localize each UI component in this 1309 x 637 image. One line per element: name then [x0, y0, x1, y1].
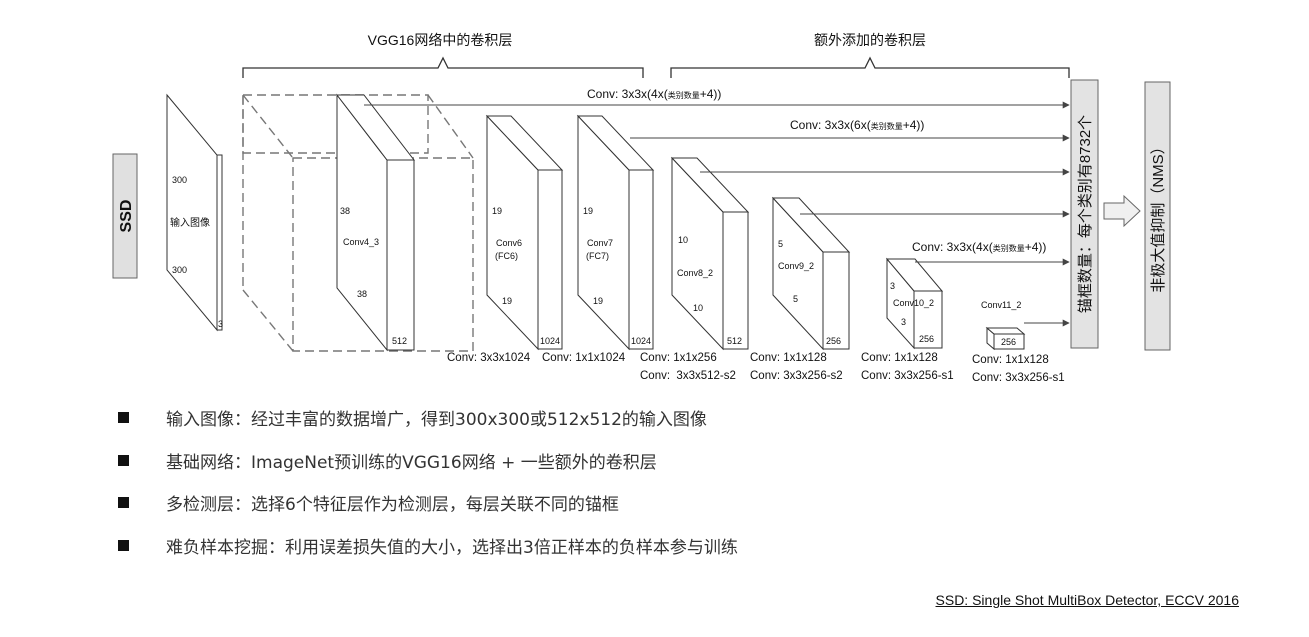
- ssd-box: [112, 153, 138, 279]
- conv10-2-top-dim: 3: [890, 281, 895, 291]
- input-image-block: [166, 93, 223, 332]
- conv10-2-name: Conv10_2: [893, 298, 934, 308]
- conv9-2-block: [771, 196, 851, 351]
- op-conv10-a: Conv: 1x1x128: [861, 352, 938, 364]
- conv6-name-sub: (FC6): [495, 251, 518, 261]
- conv8-2-name: Conv8_2: [677, 268, 713, 278]
- bullet-item: 输入图像：经过丰富的数据增广，得到300x300或512x512的输入图像: [118, 400, 707, 434]
- conv4-3-block: [335, 93, 416, 352]
- conv10-2-block: [885, 257, 944, 350]
- conv9-2-top-dim: 5: [778, 239, 783, 249]
- op-conv8-b: Conv: 3x3x512-s2: [640, 370, 736, 382]
- pred-label-low: Conv: 3x3x(4x(类别数量+4)): [912, 240, 1046, 254]
- conv6-side-dim: 19: [502, 296, 512, 306]
- input-depth-dim: 3: [218, 319, 223, 329]
- conv9-2-depth-dim: 256: [826, 336, 841, 346]
- conv7-block: [576, 114, 655, 351]
- extra-brace-label: 额外添加的卷积层: [814, 32, 926, 48]
- conv7-name: Conv7: [587, 238, 613, 248]
- nms-arrow: [1103, 194, 1141, 228]
- input-name: 输入图像: [170, 216, 210, 229]
- conv4-3-side-dim: 38: [357, 289, 367, 299]
- prediction-arrows: [364, 101, 1070, 327]
- citation-link[interactable]: SSD: Single Shot MultiBox Detector, ECCV…: [935, 592, 1239, 608]
- vgg-brace-label: VGG16网络中的卷积层: [368, 32, 513, 48]
- conv6-top-dim: 19: [492, 206, 502, 216]
- input-top-dim: 300: [172, 175, 187, 185]
- pred-label-top: Conv: 3x3x(4x(类别数量+4)): [587, 87, 721, 101]
- bullet-text: 基础网络：ImageNet预训练的VGG16网络 + 一些额外的卷积层: [166, 452, 657, 473]
- conv9-2-side-dim: 5: [793, 294, 798, 304]
- nms-box: [1144, 81, 1171, 351]
- conv6-block: [485, 114, 564, 351]
- conv8-2-side-dim: 10: [693, 303, 703, 313]
- conv4-3-name: Conv4_3: [343, 237, 379, 247]
- anchor-count-box: [1070, 79, 1099, 349]
- conv11-2-depth-dim: 256: [1001, 337, 1016, 347]
- bullet-square: [118, 496, 129, 508]
- bullet-text: 难负样本挖掘：利用误差损失值的大小，选择出3倍正样本的负样本参与训练: [166, 537, 738, 558]
- pred-label-mid: Conv: 3x3x(6x(类别数量+4)): [790, 118, 924, 132]
- op-conv9-b: Conv: 3x3x256-s2: [750, 370, 843, 382]
- ssd-architecture-diagram: VGG16网络中的卷积层 额外添加的卷积层 SSD 300 输入图像 300 3…: [112, 32, 1171, 384]
- op-conv9-a: Conv: 1x1x128: [750, 352, 827, 364]
- op-conv11-b: Conv: 3x3x256-s1: [972, 372, 1065, 384]
- bullet-item: 难负样本挖掘：利用误差损失值的大小，选择出3倍正样本的负样本参与训练: [118, 528, 738, 562]
- anchor-count-label: 锚框数量：每个类别有8732个: [1077, 115, 1094, 313]
- nms-label: 非极大值抑制（NMS）: [1150, 139, 1167, 292]
- op-conv6: Conv: 3x3x1024: [447, 352, 531, 364]
- vgg-brace: [242, 56, 644, 78]
- conv6-depth-dim: 1024: [540, 336, 560, 346]
- bullet-square: [118, 454, 129, 466]
- conv8-2-block: [670, 156, 750, 351]
- input-side-dim: 300: [172, 265, 187, 275]
- conv7-top-dim: 19: [583, 206, 593, 216]
- op-conv7: Conv: 1x1x1024: [542, 352, 626, 364]
- conv11-2-name: Conv11_2: [981, 300, 1021, 310]
- conv6-name: Conv6: [496, 238, 522, 248]
- bullet-square: [118, 411, 129, 423]
- conv7-depth-dim: 1024: [631, 336, 651, 346]
- conv8-2-depth-dim: 512: [727, 336, 742, 346]
- conv9-2-name: Conv9_2: [778, 261, 814, 271]
- conv10-2-depth-dim: 256: [919, 334, 934, 344]
- op-conv11-a: Conv: 1x1x128: [972, 354, 1049, 366]
- conv7-side-dim: 19: [593, 296, 603, 306]
- conv11-2-block: [985, 326, 1026, 351]
- extra-brace: [670, 56, 1070, 78]
- ssd-label: SSD: [118, 200, 135, 233]
- op-conv10-b: Conv: 3x3x256-s1: [861, 370, 954, 382]
- bullet-text: 多检测层：选择6个特征层作为检测层，每层关联不同的锚框: [166, 494, 619, 515]
- conv10-2-side-dim: 3: [901, 317, 906, 327]
- bullet-text: 输入图像：经过丰富的数据增广，得到300x300或512x512的输入图像: [166, 409, 707, 430]
- op-conv8-a: Conv: 1x1x256: [640, 352, 717, 364]
- conv7-name-sub: (FC7): [586, 251, 609, 261]
- bullet-item: 基础网络：ImageNet预训练的VGG16网络 + 一些额外的卷积层: [118, 443, 657, 477]
- bullet-item: 多检测层：选择6个特征层作为检测层，每层关联不同的锚框: [118, 485, 619, 519]
- bullet-square: [118, 539, 129, 551]
- conv8-2-top-dim: 10: [678, 235, 688, 245]
- conv4-3-top-dim: 38: [340, 206, 350, 216]
- conv4-3-depth-dim: 512: [392, 336, 407, 346]
